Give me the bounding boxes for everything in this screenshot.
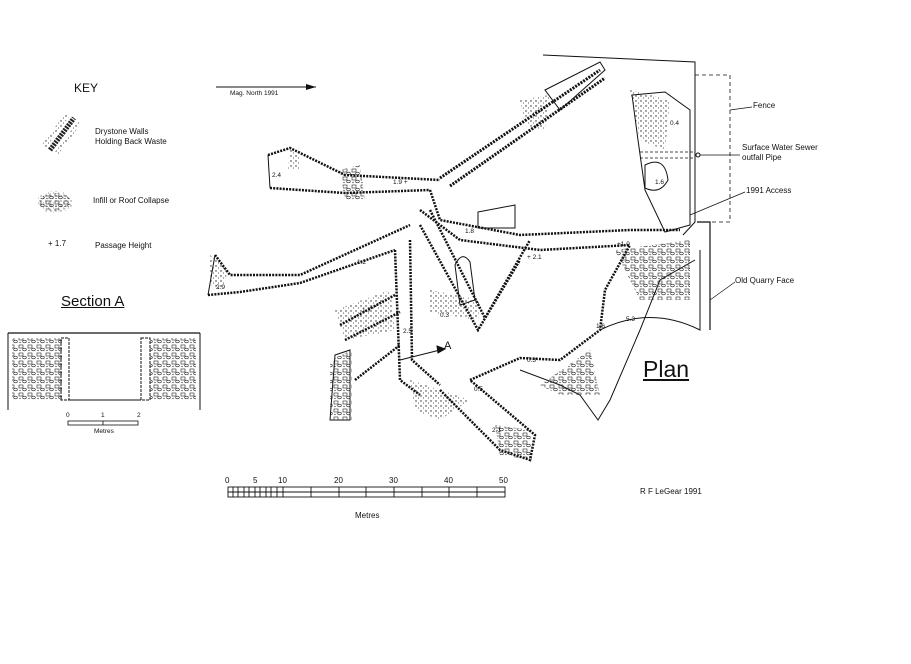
section-scale-tick-2: 2 xyxy=(137,412,141,419)
height-label: 0.3 xyxy=(527,357,537,364)
height-label: 1.7 xyxy=(362,307,372,314)
key-infill-symbol xyxy=(37,191,73,213)
height-label: 0.4 xyxy=(670,120,680,127)
scale-tick-label: 50 xyxy=(499,476,508,485)
height-label: 2.9 xyxy=(216,284,226,291)
section-a-title: Section A xyxy=(61,293,125,310)
height-label: + 2.1 xyxy=(527,254,542,261)
north-arrow xyxy=(216,84,316,90)
height-label: 5.3 xyxy=(626,316,636,323)
section-a-drawing xyxy=(7,332,201,426)
sewer-label-line2: outfall Pipe xyxy=(742,153,782,162)
height-label: 1.6 xyxy=(655,179,665,186)
height-label: +1.0 xyxy=(617,241,630,248)
height-label: 2.5 xyxy=(403,328,413,335)
access-label: 1991 Access xyxy=(746,186,792,195)
section-scale-unit: Metres xyxy=(94,428,114,435)
height-label: 0.5 xyxy=(474,386,484,393)
scale-tick-label: 30 xyxy=(389,476,398,485)
scale-tick-label: 40 xyxy=(444,476,453,485)
height-label: 2.4 xyxy=(272,172,282,179)
north-arrow-label: Mag. North 1991 xyxy=(230,90,279,97)
scale-bar xyxy=(227,486,506,498)
cave-plan xyxy=(207,54,731,462)
height-label: 1.8 xyxy=(465,228,475,235)
key-walls-label-line2: Holding Back Waste xyxy=(95,137,167,146)
key-walls-label-line1: Drystone Walls xyxy=(95,127,149,136)
scale-tick-label: 10 xyxy=(278,476,287,485)
key-wall-symbol xyxy=(42,112,82,156)
plan-title: Plan xyxy=(643,356,690,382)
key-height-label: Passage Height xyxy=(95,241,152,250)
section-scale-tick-1: 1 xyxy=(101,412,105,419)
key-infill-label: Infill or Roof Collapse xyxy=(93,196,170,205)
annotation-leaders xyxy=(689,106,753,301)
scale-tick-label: 5 xyxy=(253,476,258,485)
scale-tick-label: 20 xyxy=(334,476,343,485)
height-label: 1.9 + xyxy=(393,179,408,186)
key-height-sample: + 1.7 xyxy=(48,239,67,248)
height-label: 2.1 xyxy=(492,427,502,434)
scale-tick-label: 0 xyxy=(225,476,230,485)
fence-label: Fence xyxy=(753,101,776,110)
sewer-label-line1: Surface Water Sewer xyxy=(742,143,818,152)
key-title: KEY xyxy=(74,81,99,95)
quarry-face-label: Old Quarry Face xyxy=(735,276,795,285)
scale-unit: Metres xyxy=(355,511,380,520)
height-label: 1.2 xyxy=(357,259,367,266)
section-scale-tick-0: 0 xyxy=(66,412,70,419)
height-label: 1.6 xyxy=(596,323,606,330)
section-a-marker: A xyxy=(444,340,452,352)
credit: R F LeGear 1991 xyxy=(640,487,702,496)
height-label: 0.3 xyxy=(440,312,450,319)
